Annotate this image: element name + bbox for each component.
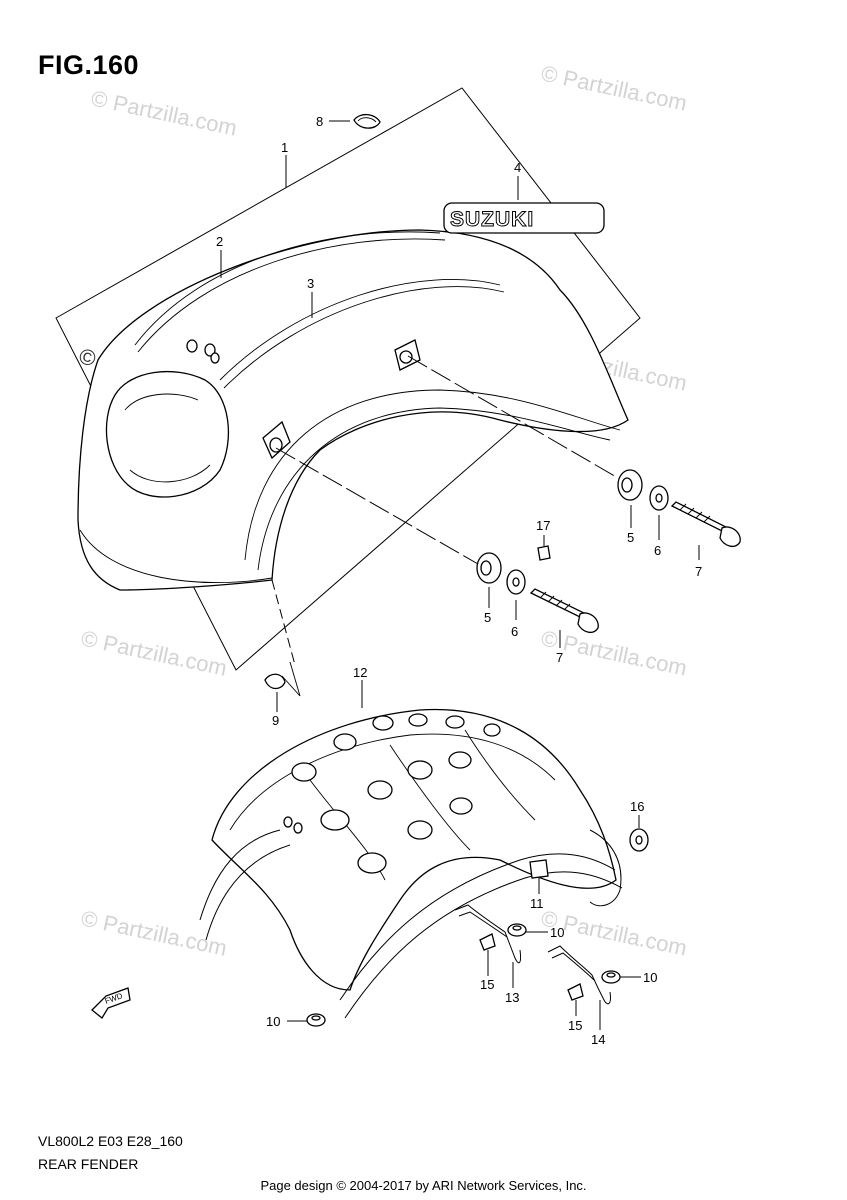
fender-brace <box>199 708 623 1019</box>
callout-17: 17 <box>536 518 550 533</box>
callout-9: 9 <box>272 713 279 728</box>
watermark: © Partzilla.com <box>79 625 229 680</box>
bracket-14 <box>547 945 611 1005</box>
nut-16 <box>629 828 649 852</box>
bracket-13 <box>454 904 521 964</box>
callout-leaders <box>220 120 700 1030</box>
callout-15: 15 <box>480 977 494 992</box>
callout-8: 8 <box>316 114 323 129</box>
watermark: © Partzilla.com <box>539 60 689 115</box>
callout-6: 6 <box>511 624 518 639</box>
callout-7: 7 <box>556 650 563 665</box>
callout-13: 13 <box>505 990 519 1005</box>
callout-5: 5 <box>627 530 634 545</box>
callout-10: 10 <box>266 1014 280 1029</box>
callout-3: 3 <box>307 276 314 291</box>
suzuki-emblem: SUZUKI <box>443 202 605 234</box>
grommet <box>264 661 301 697</box>
screw <box>537 545 551 561</box>
callout-6: 6 <box>654 543 661 558</box>
nut <box>507 923 527 937</box>
section-name: REAR FENDER <box>38 1156 139 1172</box>
fwd-arrow-icon: FWD <box>91 987 131 1019</box>
callout-16: 16 <box>630 799 644 814</box>
callout-numbers: 1 2 3 4 8 5 6 7 5 6 7 17 9 12 16 11 10 1… <box>216 114 702 1047</box>
callout-11: 11 <box>530 896 544 911</box>
callout-5: 5 <box>484 610 491 625</box>
clip-15 <box>567 983 584 1001</box>
nut <box>306 1013 326 1027</box>
watermark: © Partzilla.com <box>89 85 239 140</box>
mounting-hardware-right <box>617 469 741 548</box>
callout-10: 10 <box>550 925 564 940</box>
callout-7: 7 <box>695 564 702 579</box>
clip <box>353 113 381 129</box>
nut <box>601 970 621 984</box>
callout-4: 4 <box>514 160 521 175</box>
mounting-hardware-left <box>476 552 599 634</box>
callout-12: 12 <box>353 665 367 680</box>
callout-10: 10 <box>643 970 657 985</box>
callout-1: 1 <box>281 140 288 155</box>
emblem-text: SUZUKI <box>450 208 534 231</box>
figure-title: FIG.160 <box>38 50 140 80</box>
leader-dashed-lines <box>271 355 619 666</box>
clip-15 <box>479 933 496 951</box>
tape <box>529 859 549 879</box>
rear-fender <box>77 229 629 591</box>
page-footer: Page design © 2004-2017 by ARI Network S… <box>260 1178 587 1193</box>
watermark: © Partzilla.com <box>79 905 229 960</box>
callout-15: 15 <box>568 1018 582 1033</box>
callout-2: 2 <box>216 234 223 249</box>
callout-14: 14 <box>591 1032 605 1047</box>
model-code: VL800L2 E03 E28_160 <box>38 1133 183 1149</box>
